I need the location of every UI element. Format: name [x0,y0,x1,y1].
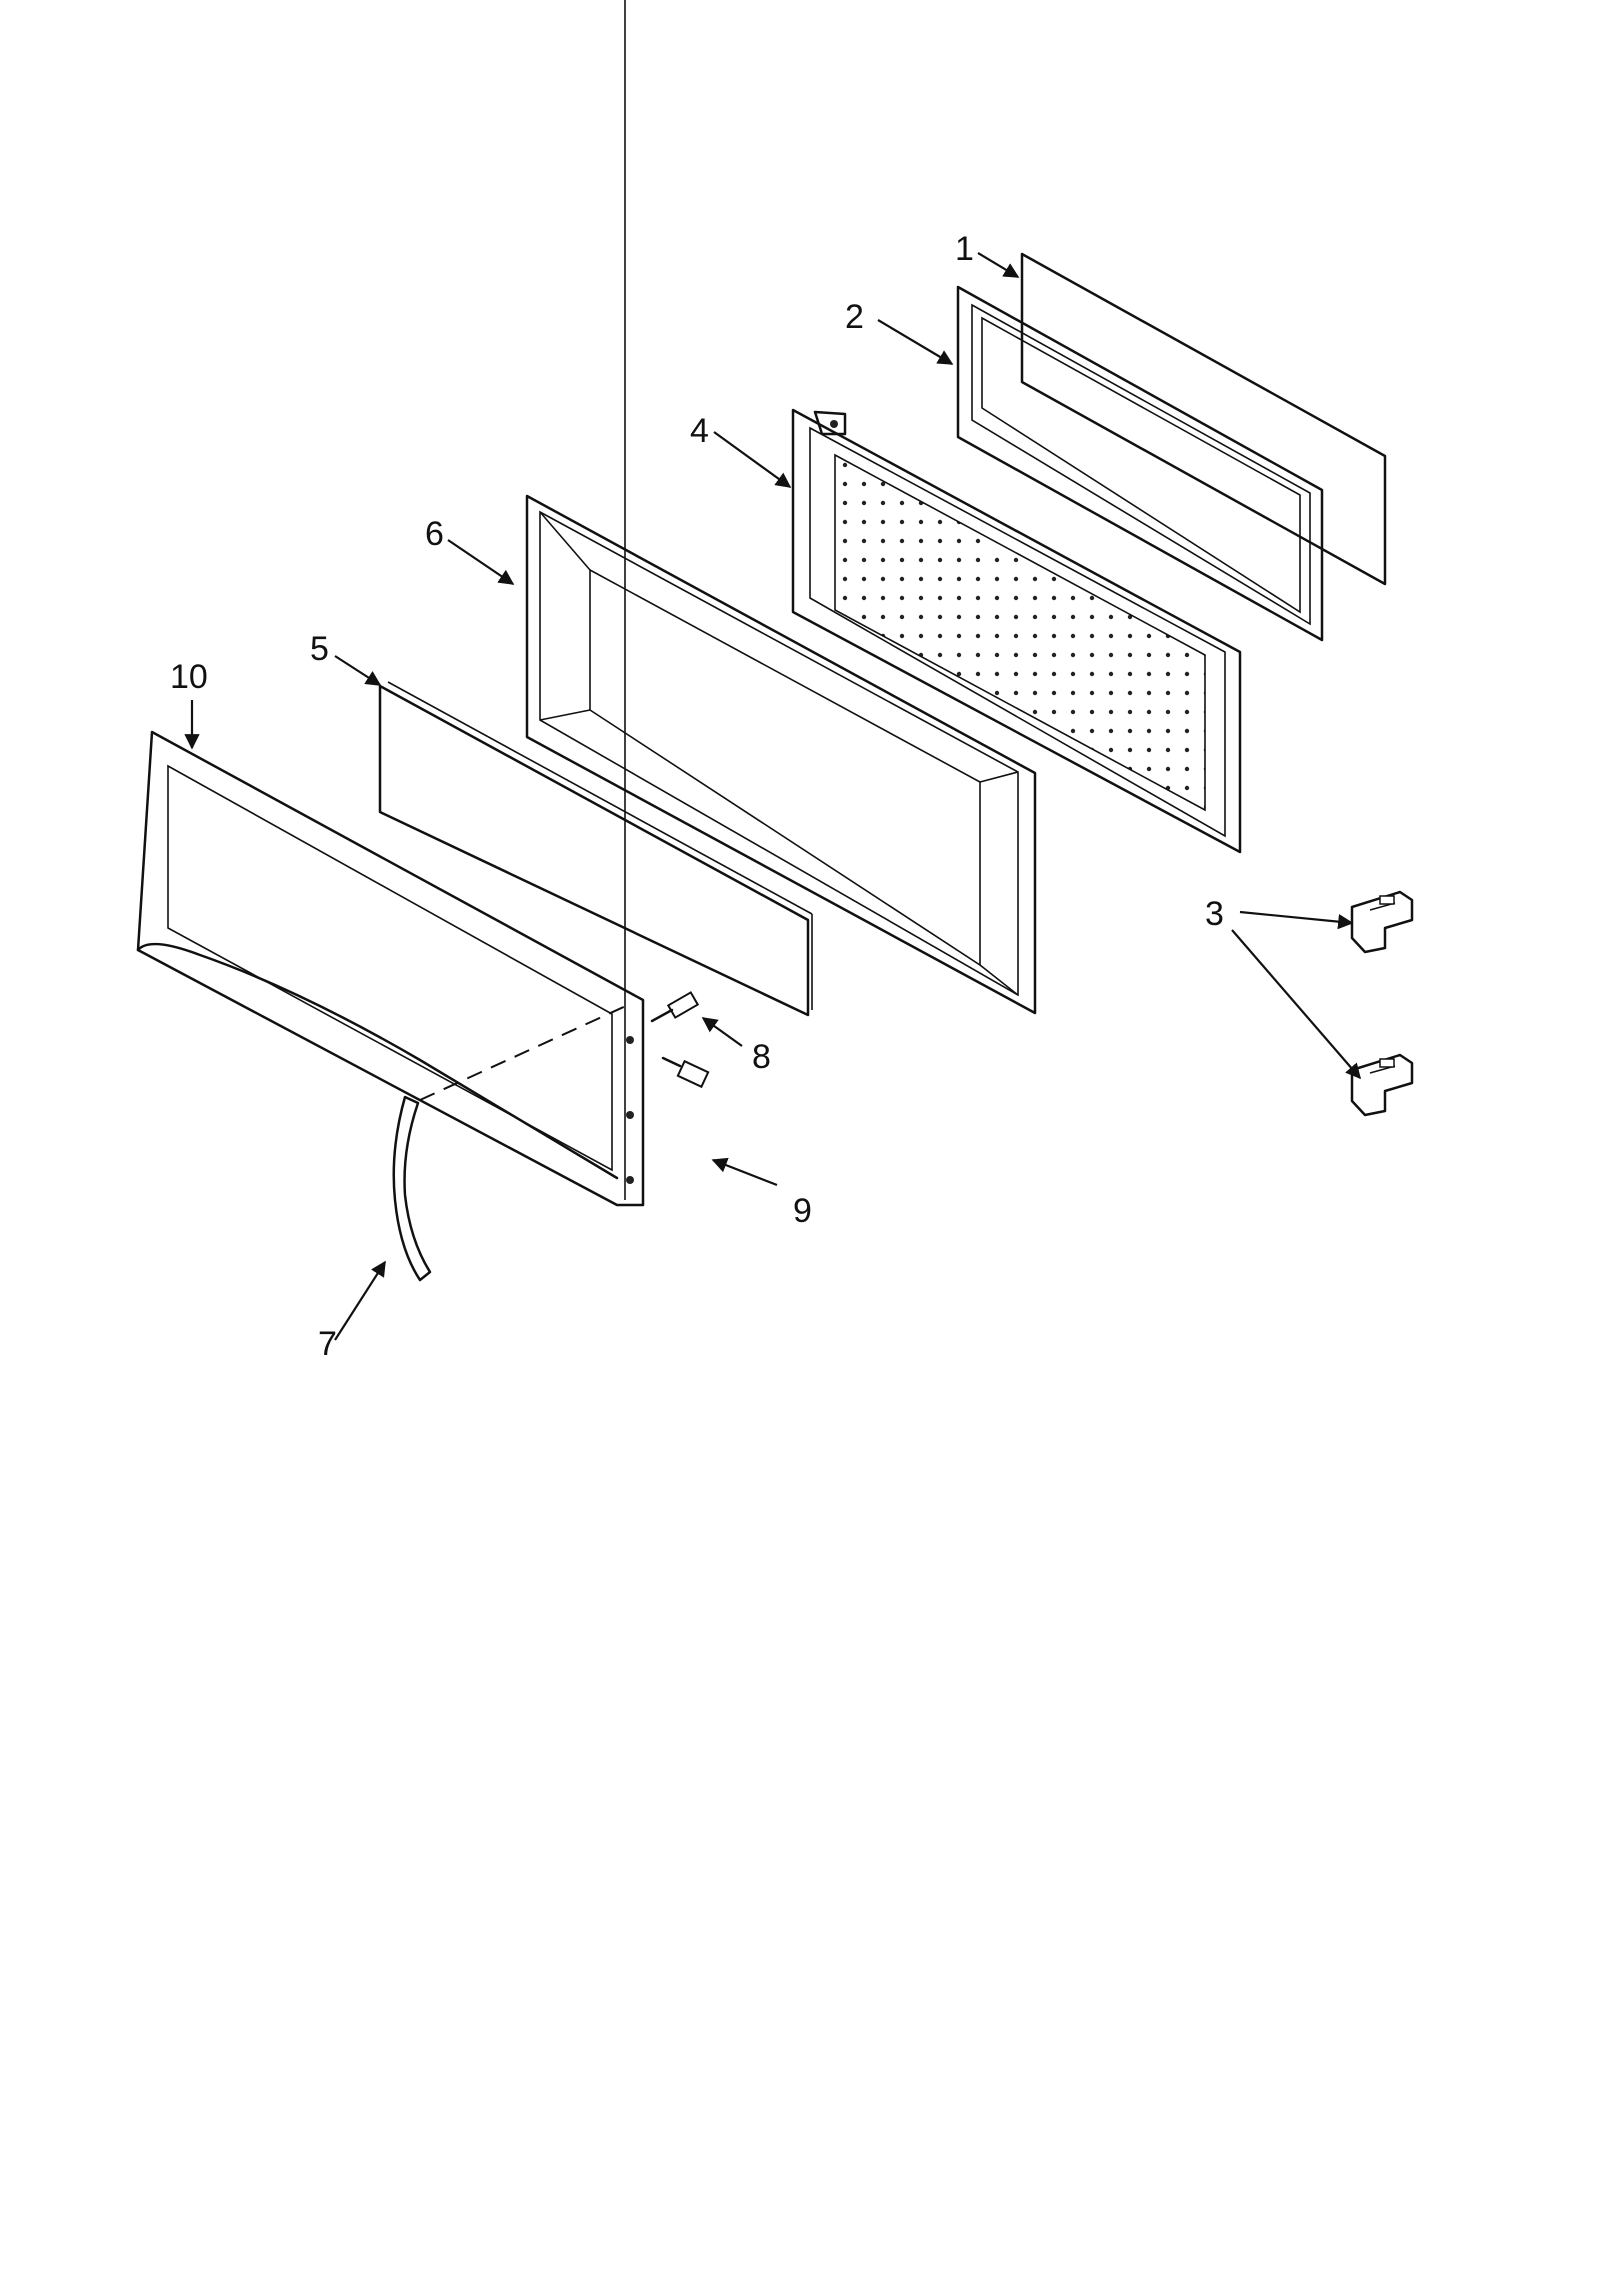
callout-7: 7 [318,1325,337,1363]
part-3-latch-lower [1350,1053,1414,1117]
alignment-dashed-line [419,1004,629,1101]
callout-9: 9 [793,1192,812,1230]
callout-10: 10 [170,658,208,696]
part-4-inner-door-panel [791,408,1242,854]
part-10-outer-door-panel [136,0,645,1207]
callout-8: 8 [752,1038,771,1076]
callout-5: 5 [310,630,329,668]
part-8-screw [650,991,700,1023]
part-3-latch-upper [1350,890,1414,954]
part-5-window-glass [378,681,813,1017]
callout-2: 2 [845,298,864,336]
callout-1: 1 [955,230,974,268]
callout-4: 4 [690,412,709,450]
part-1-glass-panel [1020,252,1387,586]
callout-3: 3 [1205,895,1224,933]
part-7-handle [392,1095,432,1282]
part-6-door-frame [525,494,1037,1015]
part-9-screw [661,1056,710,1089]
leader-arrows [184,252,1362,1341]
callout-6: 6 [425,515,444,553]
part-2-gasket-frame [956,285,1324,642]
